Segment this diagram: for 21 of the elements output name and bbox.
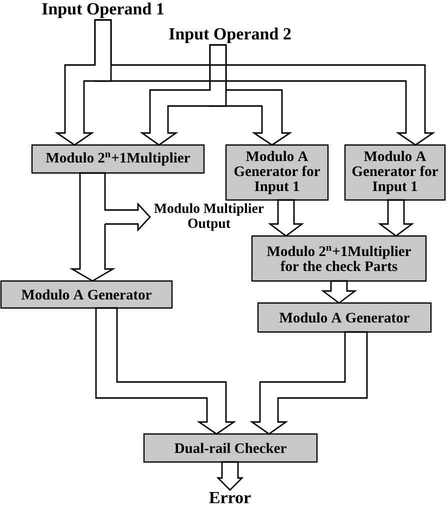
block-arrow bbox=[140, 44, 227, 146]
block-arrow bbox=[92, 172, 151, 232]
block-arrow bbox=[378, 199, 414, 237]
process-box: Modulo A Generator bbox=[0, 280, 173, 309]
block-arrow bbox=[216, 461, 244, 491]
process-box: Modulo A Generator for Input 1 bbox=[225, 144, 329, 201]
block-arrow bbox=[54, 19, 112, 146]
process-box: Modulo A Generator bbox=[257, 302, 432, 333]
block-arrow bbox=[268, 199, 304, 237]
process-box: Dual-rail Checker bbox=[143, 433, 318, 463]
process-box: Modulo 2$^{n}$+1Multiplier bbox=[31, 144, 205, 174]
process-box: Modulo A Generator for Input 1 bbox=[344, 144, 446, 201]
block-arrow bbox=[95, 307, 236, 435]
process-box: Modulo 2$^{n}$+1Multiplier for the check Parts bbox=[251, 235, 427, 282]
input-label: Input Operand 2 bbox=[169, 28, 291, 43]
block-arrow bbox=[69, 172, 116, 282]
block-arrow bbox=[250, 331, 368, 435]
output-label: Error bbox=[209, 492, 251, 504]
input-label: Input Operand 1 bbox=[42, 2, 164, 18]
block-arrow bbox=[320, 280, 358, 304]
output-label: Modulo Multiplier Output bbox=[154, 203, 264, 231]
